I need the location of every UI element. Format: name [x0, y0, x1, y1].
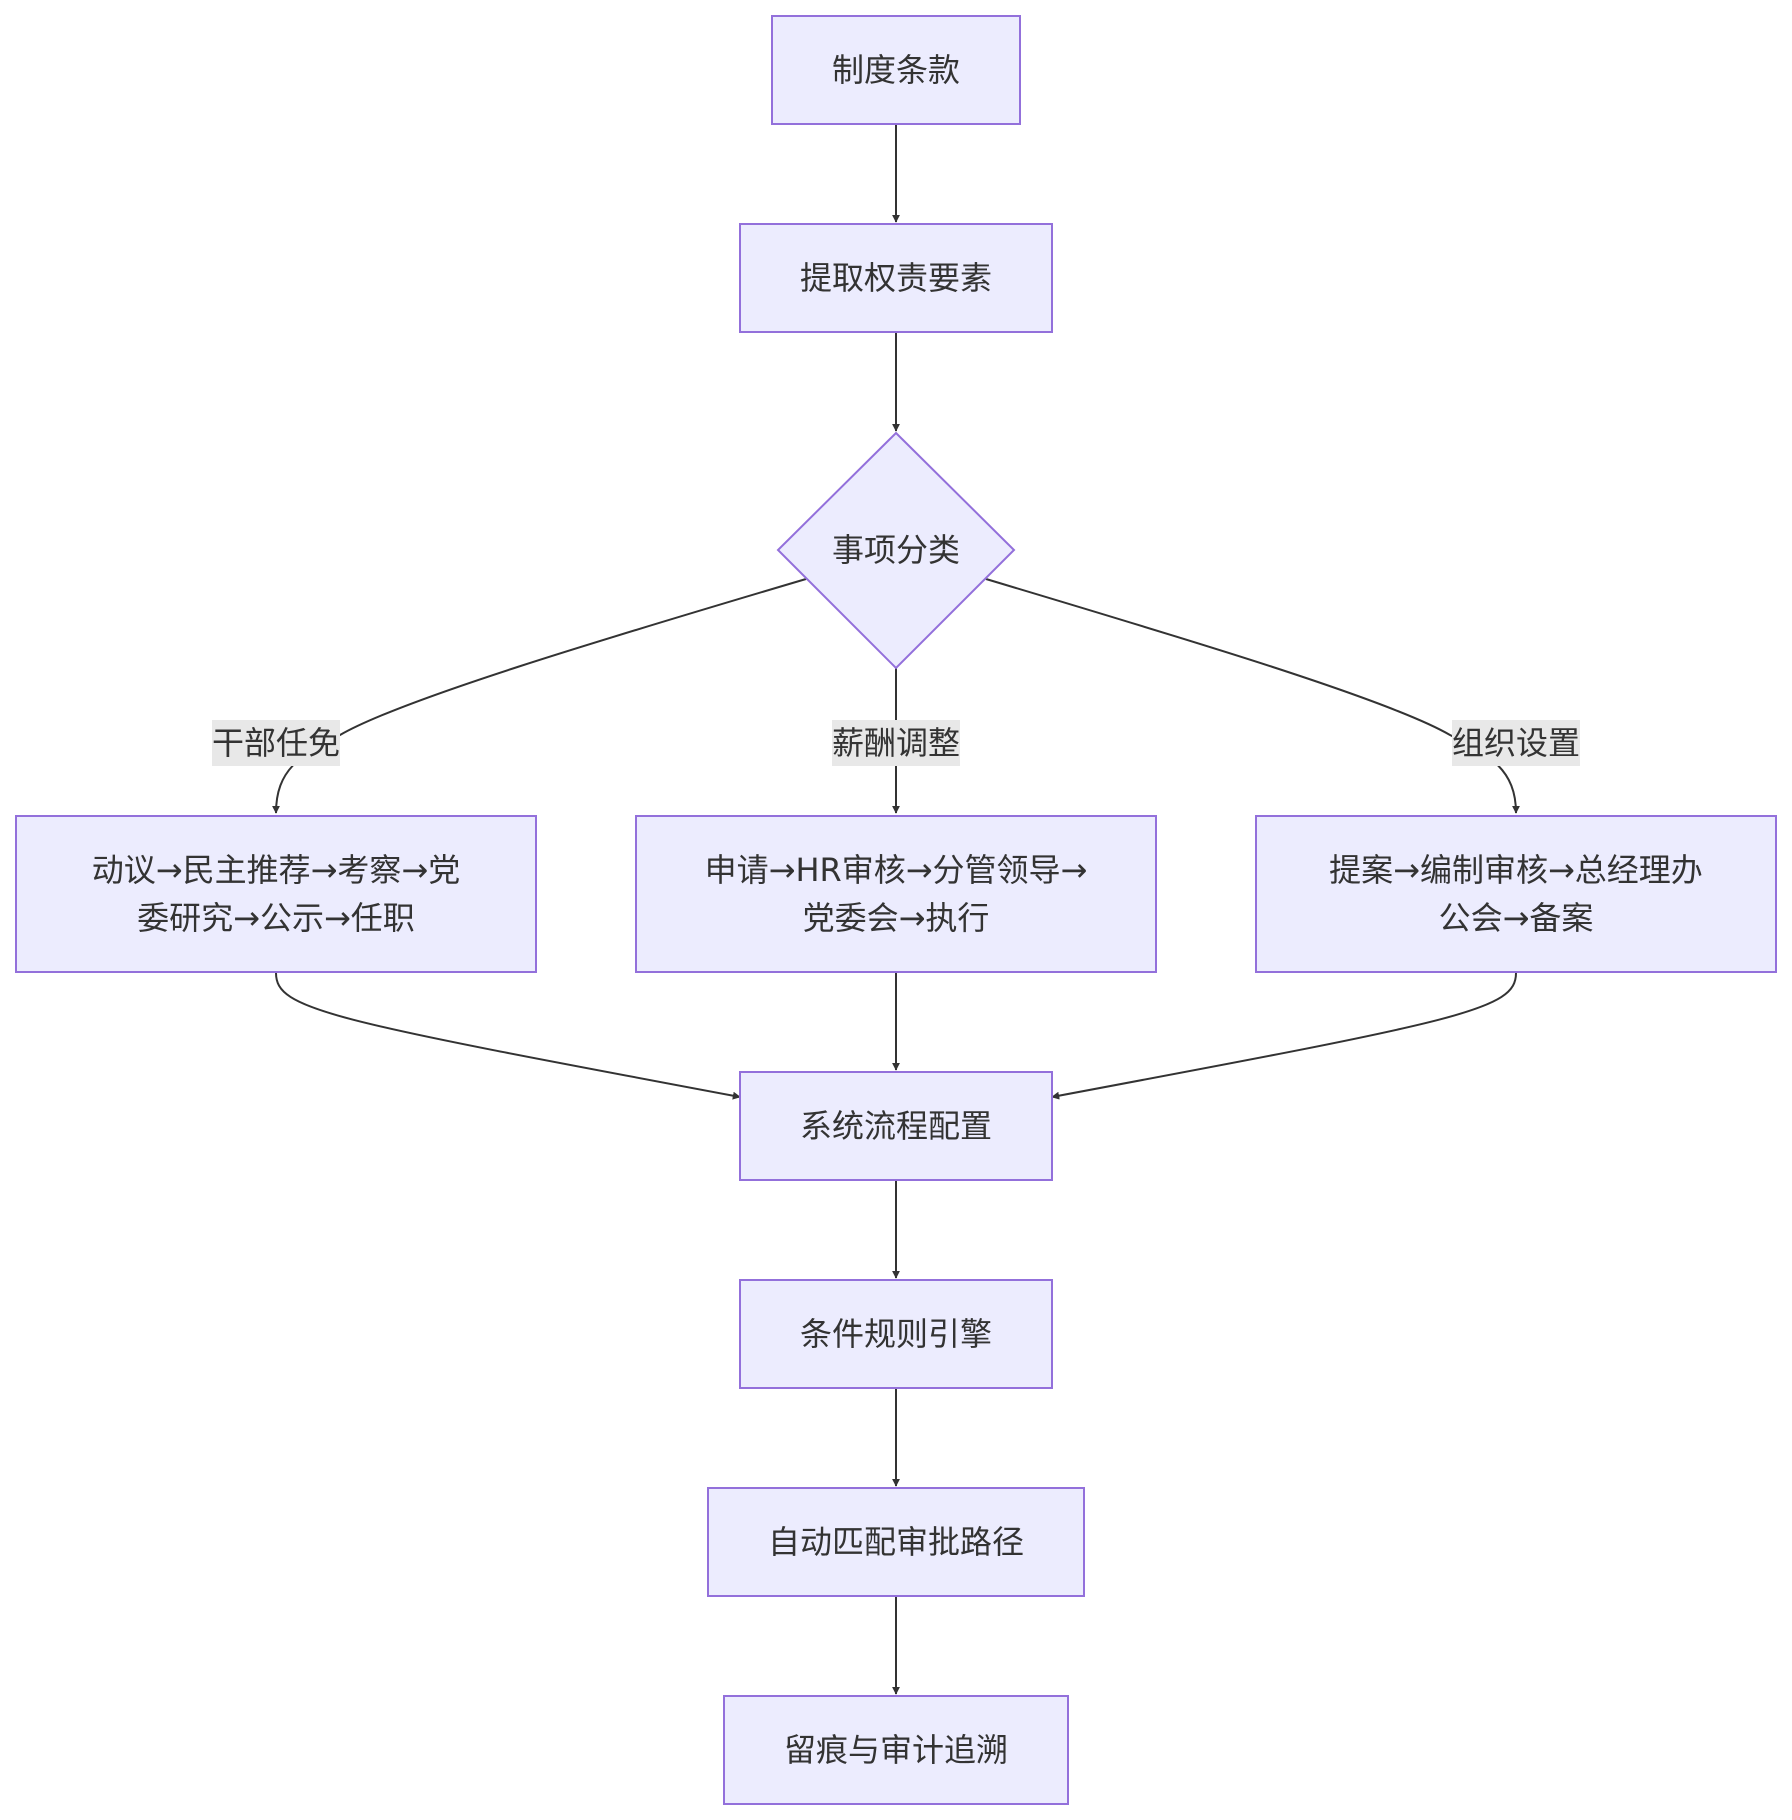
edge-n3-n4c — [985, 578, 1520, 814]
edge-label-left-text: 干部任免 — [212, 724, 340, 762]
node-org-process-line-1: 提案→编制审核→总经理办 — [1329, 851, 1703, 889]
edge-label-middle: 薪酬调整 — [832, 720, 960, 766]
nodes: 制度条款 提取权责要素 事项分类 动议→民主推荐→考察→党 委研究→公示→任职 … — [15, 15, 1777, 1805]
edge-n3-n4a — [272, 578, 807, 814]
edge-n4c-n5 — [1051, 972, 1517, 1100]
edge-label-right: 组织设置 — [1452, 720, 1580, 766]
node-auto-route-text: 自动匹配审批路径 — [768, 1523, 1024, 1561]
node-salary-process: 申请→HR审核→分管领导→ 党委会→执行 — [635, 815, 1157, 973]
edge-labels: 干部任免 薪酬调整 组织设置 — [212, 720, 1580, 766]
node-extract-elements: 提取权责要素 — [739, 223, 1053, 333]
edges — [272, 124, 1520, 1695]
node-system-config: 系统流程配置 — [739, 1071, 1053, 1181]
node-cadre-process: 动议→民主推荐→考察→党 委研究→公示→任职 — [15, 815, 537, 973]
edge-n4a-n5 — [275, 972, 741, 1100]
node-policy-clauses: 制度条款 — [771, 15, 1021, 125]
edge-label-middle-text: 薪酬调整 — [832, 724, 960, 762]
node-classify-decision-text: 事项分类 — [832, 531, 960, 569]
edge-label-right-text: 组织设置 — [1452, 724, 1580, 762]
node-auto-route: 自动匹配审批路径 — [707, 1487, 1085, 1597]
node-policy-clauses-text: 制度条款 — [832, 51, 960, 89]
node-org-process: 提案→编制审核→总经理办 公会→备案 — [1255, 815, 1777, 973]
node-salary-process-line-2: 党委会→执行 — [803, 899, 990, 937]
node-audit-trail-text: 留痕与审计追溯 — [784, 1731, 1008, 1769]
node-system-config-text: 系统流程配置 — [800, 1107, 992, 1145]
node-salary-process-line-1: 申请→HR审核→分管领导→ — [705, 851, 1088, 889]
edge-label-left: 干部任免 — [212, 720, 340, 766]
node-extract-elements-text: 提取权责要素 — [800, 259, 992, 297]
node-rule-engine: 条件规则引擎 — [739, 1279, 1053, 1389]
node-org-process-line-2: 公会→备案 — [1439, 899, 1594, 937]
node-audit-trail: 留痕与审计追溯 — [723, 1695, 1069, 1805]
node-cadre-process-line-2: 委研究→公示→任职 — [137, 899, 415, 937]
node-cadre-process-line-1: 动议→民主推荐→考察→党 — [92, 851, 460, 889]
node-rule-engine-text: 条件规则引擎 — [800, 1315, 992, 1353]
node-classify-decision: 事项分类 — [776, 431, 1016, 670]
